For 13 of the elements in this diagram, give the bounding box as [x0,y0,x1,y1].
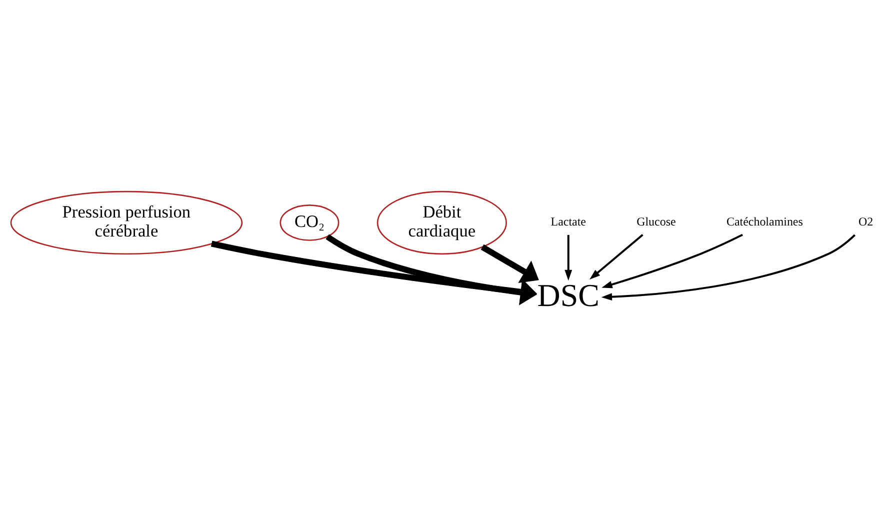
arrow [590,234,644,280]
node-ellipse: Débit cardiaque [376,190,507,255]
node-ellipse: CO₂ [280,204,340,241]
arrow [480,244,539,284]
arrow [564,234,572,281]
arrow [602,234,743,288]
node-text: DSC [537,278,600,313]
node-text: Lactate [550,214,586,229]
node-ellipse: Pression perfusion cérébrale [10,190,243,255]
arrow [601,234,856,301]
node-text: Glucose [636,214,676,229]
node-text: Catécholamines [726,214,803,229]
node-text: O2 [858,214,874,229]
